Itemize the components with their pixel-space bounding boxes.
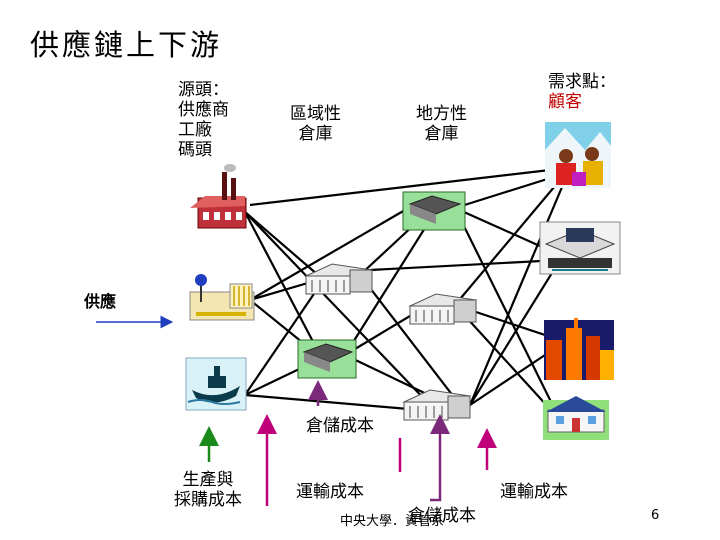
local-warehouse-icon xyxy=(408,293,478,325)
regional-line2: 倉庫 xyxy=(298,124,333,144)
house-icon xyxy=(543,396,609,440)
plant-icon xyxy=(189,274,255,321)
page-number: 6 xyxy=(651,508,660,523)
source-line4: 碼頭 xyxy=(178,140,212,160)
footer-text: 中央大學．資管系 xyxy=(340,514,445,529)
local-line1: 地方性 xyxy=(416,104,467,124)
source-label: 源頭： 供應商 工廠 碼頭 xyxy=(178,80,229,160)
production-cost-line1: 生產與 xyxy=(182,470,234,490)
ship-icon xyxy=(185,357,247,411)
transport-cost-left-label: 運輸成本 xyxy=(296,482,364,502)
production-cost-label: 生產與 採購成本 xyxy=(174,470,242,510)
city-icon xyxy=(544,318,614,380)
local-warehouse-label: 地方性 倉庫 xyxy=(416,104,467,144)
customers-icon xyxy=(545,122,611,188)
storage-cost-mid-label: 倉儲成本 xyxy=(306,416,374,436)
source-line2: 供應商 xyxy=(178,100,229,120)
transport-cost-right-label: 運輸成本 xyxy=(500,482,568,502)
regional-warehouse-icon xyxy=(304,263,374,295)
regional-distribution-center-icon xyxy=(297,339,357,379)
regional-warehouse-label: 區域性 倉庫 xyxy=(290,104,341,144)
storage-cost-bottom-label: 倉儲成本 xyxy=(408,506,476,526)
source-line1: 源頭： xyxy=(178,80,229,100)
factory-icon xyxy=(190,164,247,229)
supply-label: 供應 xyxy=(84,292,117,311)
storage-cost-bottom-arrow xyxy=(430,414,450,502)
page-title: 供應鏈上下游 xyxy=(30,28,223,62)
production-cost-line2: 採購成本 xyxy=(174,490,242,510)
connection-lines xyxy=(244,168,567,421)
demand-line1: 需求點： xyxy=(548,72,616,92)
demand-label: 需求點： 顧客 xyxy=(548,72,616,112)
source-line3: 工廠 xyxy=(178,120,212,140)
demand-line2: 顧客 xyxy=(548,92,582,112)
regional-line1: 區域性 xyxy=(290,104,341,124)
local-warehouse-icon xyxy=(402,389,472,421)
store-icon xyxy=(539,221,621,275)
local-line2: 倉庫 xyxy=(424,124,459,144)
local-distribution-center-icon xyxy=(402,191,466,231)
